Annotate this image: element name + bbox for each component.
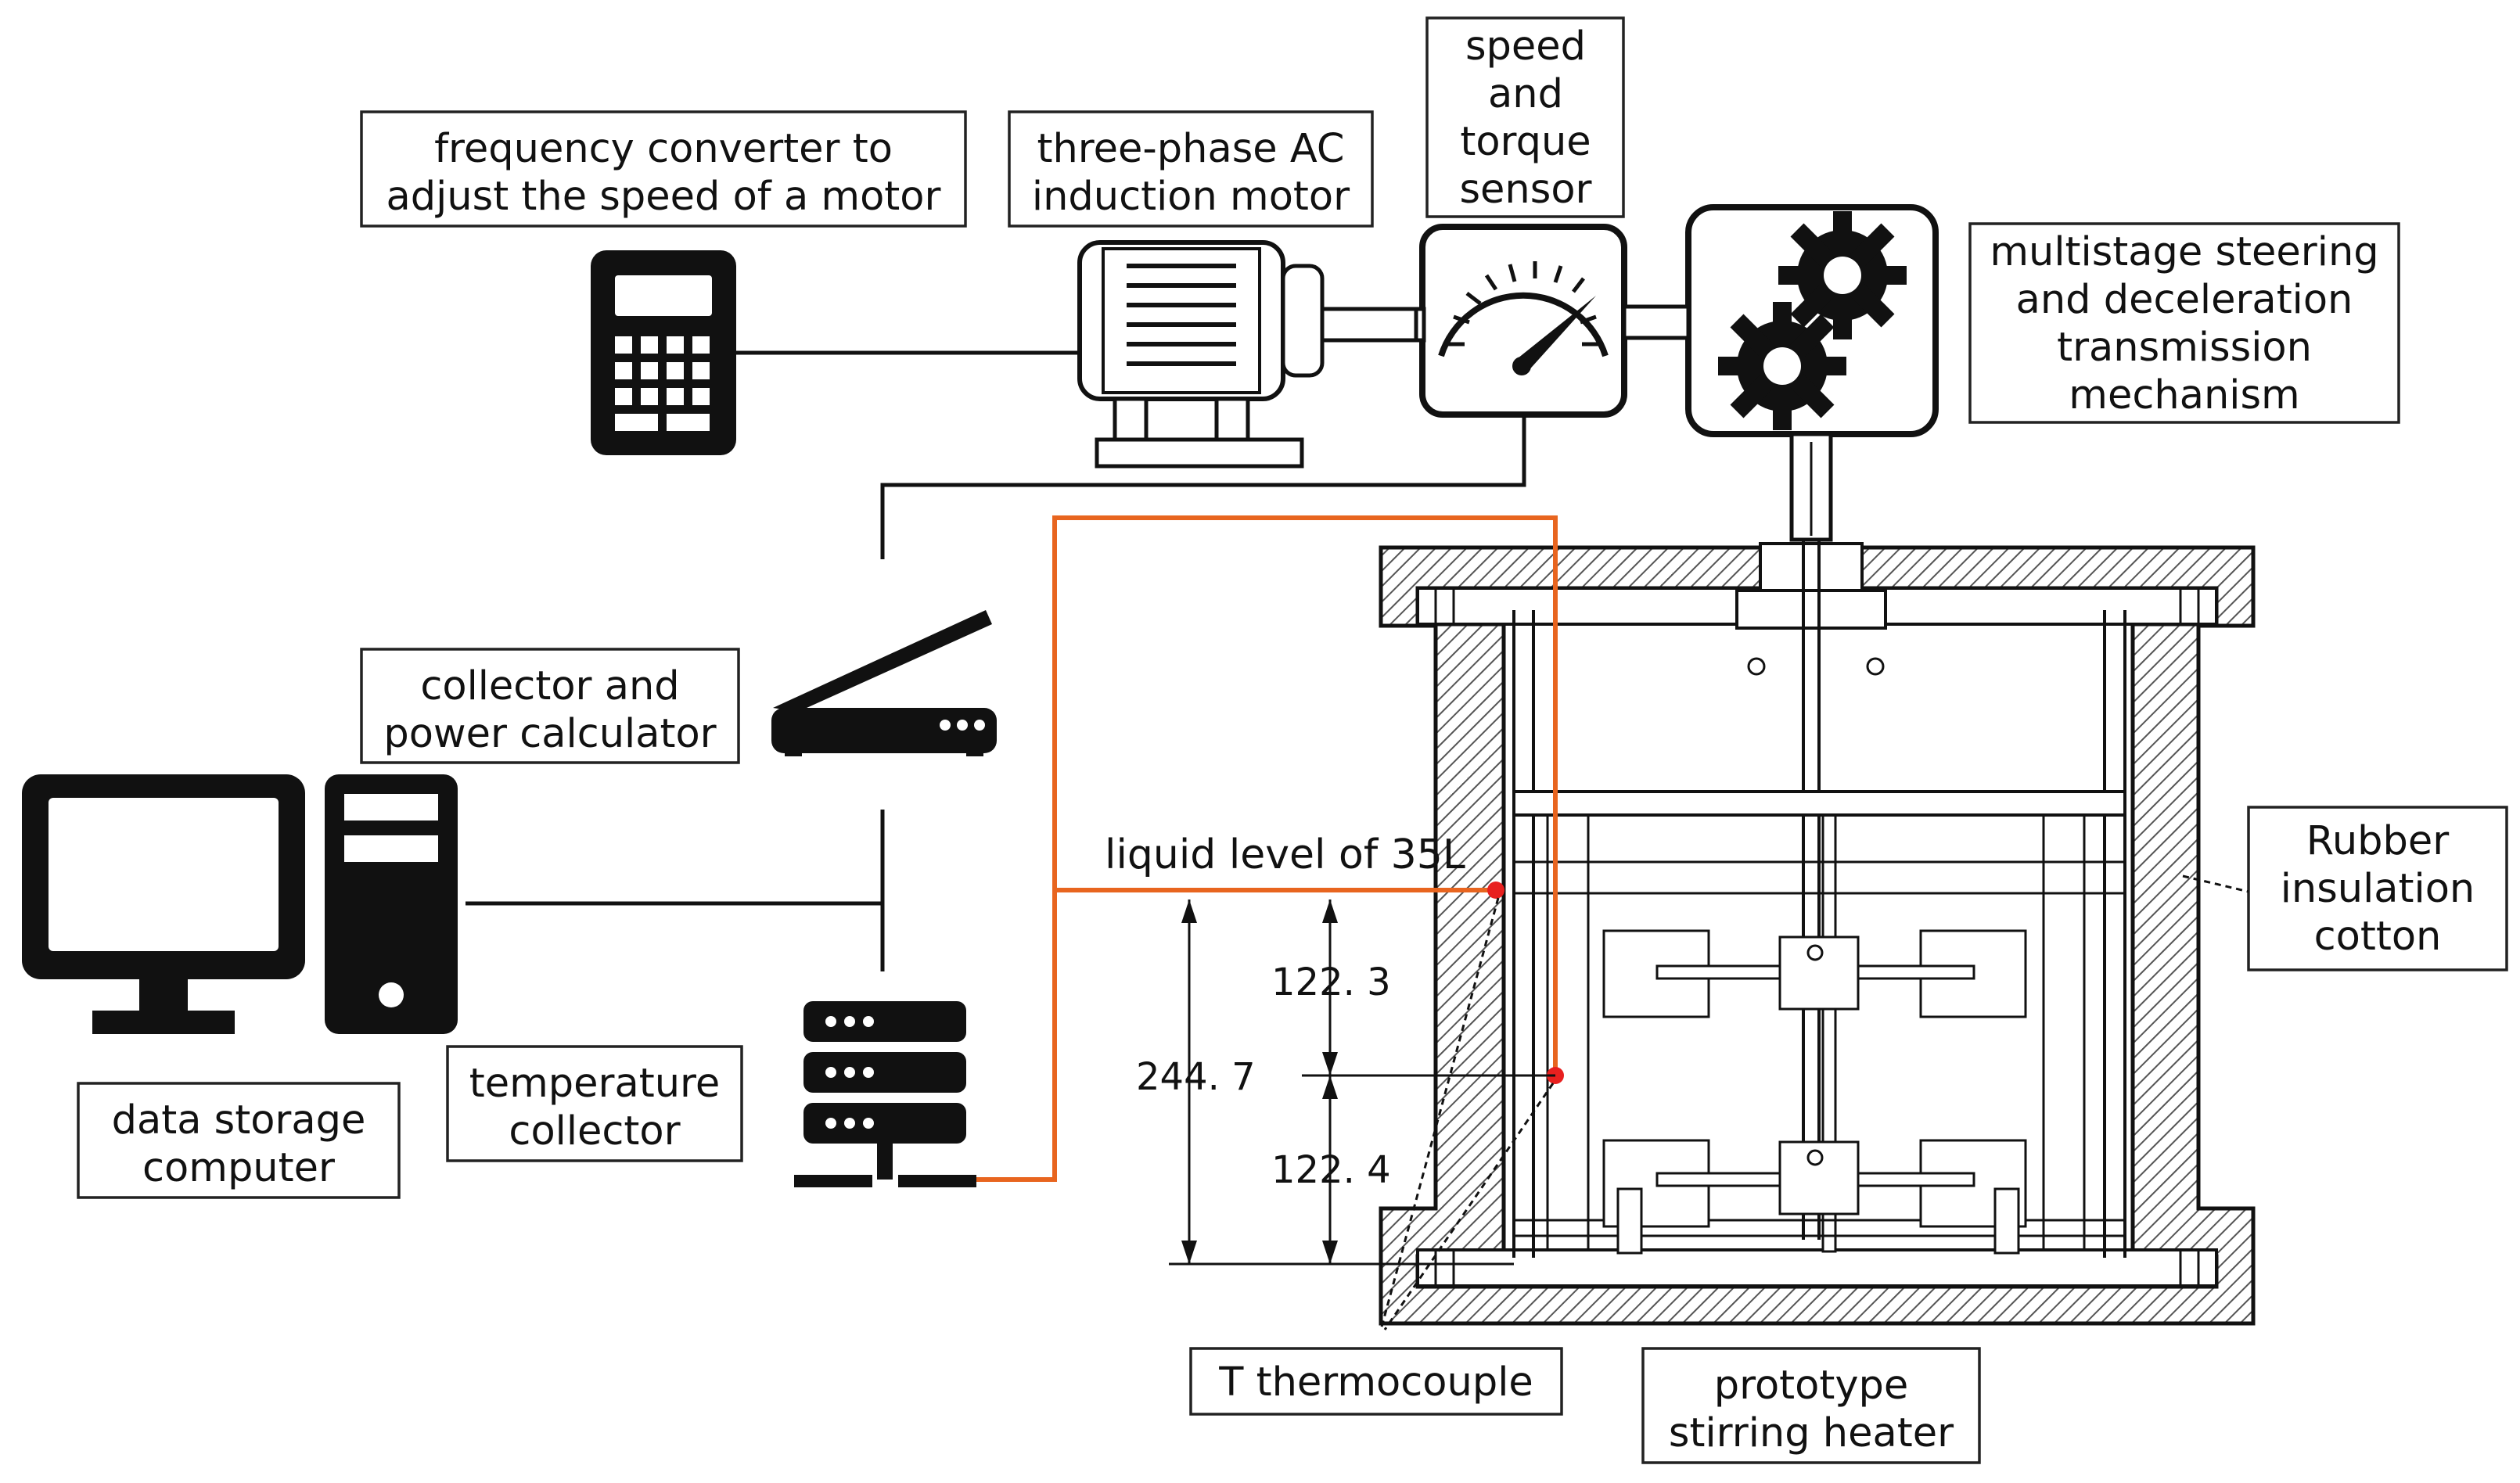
label-collector-power-line1: collector and bbox=[420, 663, 679, 709]
label-collector-power: collector and power calculator bbox=[360, 648, 740, 764]
label-motor-line1: three-phase AC bbox=[1037, 126, 1344, 172]
label-temperature-collector-line1: temperature bbox=[469, 1061, 721, 1107]
dimension-total: 244. 7 bbox=[1136, 1055, 1256, 1099]
label-data-storage-line1: data storage bbox=[112, 1097, 366, 1144]
label-heater-line2: stirring heater bbox=[1669, 1410, 1954, 1456]
leader-lines bbox=[1379, 874, 2249, 1330]
label-transmission-line1: multistage steering bbox=[1990, 229, 2378, 275]
stirring-heater-tank bbox=[1379, 540, 2256, 1326]
signal-wires bbox=[466, 350, 1526, 971]
label-frequency-converter: frequency converter to adjust the speed … bbox=[360, 110, 967, 228]
label-thermocouple-line1: T thermocouple bbox=[1218, 1359, 1533, 1406]
server-icon bbox=[794, 1001, 976, 1187]
label-sensor-line1: speed bbox=[1465, 23, 1586, 70]
label-transmission-line3: transmission bbox=[2057, 325, 2312, 371]
label-heater-line1: prototype bbox=[1714, 1363, 1909, 1409]
frequency-converter-icon bbox=[591, 250, 736, 455]
speedometer-icon bbox=[1419, 224, 1627, 418]
label-data-storage-line2: computer bbox=[142, 1145, 335, 1191]
label-sensor: speed and torque sensor bbox=[1425, 16, 1625, 218]
gear-icon bbox=[1685, 204, 1939, 437]
label-heater: prototype stirring heater bbox=[1641, 1347, 1981, 1464]
label-rubber-line3: cotton bbox=[2314, 914, 2442, 960]
label-thermocouple: T thermocouple bbox=[1189, 1347, 1563, 1416]
label-sensor-line2: and bbox=[1488, 71, 1563, 117]
label-transmission-line4: mechanism bbox=[2069, 372, 2299, 418]
label-rubber-line1: Rubber bbox=[2306, 818, 2450, 864]
label-sensor-line3: torque bbox=[1460, 119, 1591, 165]
computer-tower-icon bbox=[325, 774, 458, 1034]
motor-icon bbox=[1077, 240, 1418, 469]
dimension-lower: 122. 4 bbox=[1271, 1148, 1391, 1192]
label-frequency-converter-line1: frequency converter to bbox=[434, 126, 893, 172]
dimension-lines bbox=[1169, 899, 1555, 1266]
label-frequency-converter-line2: adjust the speed of a motor bbox=[386, 174, 941, 220]
label-temperature-collector-line2: collector bbox=[509, 1108, 680, 1154]
computer-monitor-icon bbox=[22, 774, 305, 1034]
thermocouple-wires bbox=[976, 515, 1558, 1182]
label-motor: three-phase AC induction motor bbox=[1008, 110, 1374, 228]
label-transmission-line2: and deceleration bbox=[2016, 277, 2353, 323]
label-data-storage: data storage computer bbox=[77, 1082, 401, 1199]
label-rubber-line2: insulation bbox=[2281, 866, 2475, 912]
label-collector-power-line2: power calculator bbox=[383, 711, 716, 757]
label-motor-line2: induction motor bbox=[1032, 174, 1350, 220]
label-transmission: multistage steering and deceleration tra… bbox=[1968, 222, 2400, 424]
power-calculator-icon bbox=[771, 610, 997, 756]
label-sensor-line4: sensor bbox=[1459, 167, 1591, 213]
dimension-upper: 122. 3 bbox=[1271, 961, 1391, 1004]
drive-shafts bbox=[1414, 304, 1833, 542]
liquid-level-label: liquid level of 35L bbox=[1105, 831, 1465, 878]
label-rubber: Rubber insulation cotton bbox=[2247, 806, 2508, 971]
label-temperature-collector: temperature collector bbox=[446, 1045, 743, 1162]
